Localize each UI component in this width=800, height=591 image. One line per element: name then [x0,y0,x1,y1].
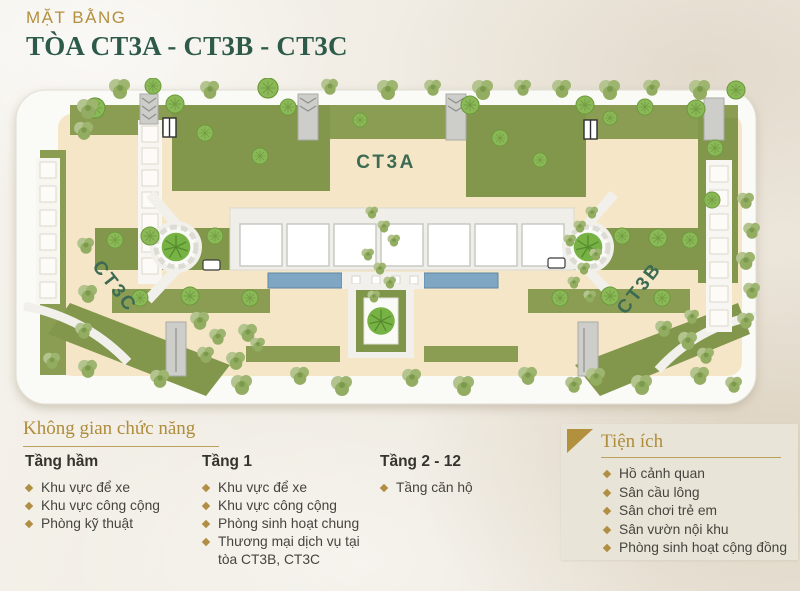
amenity-item-label: Sân cầu lông [619,484,700,500]
legend-column-floors2-12: Tầng 2 - 12 Tầng căn hộ [379,453,510,497]
corner-triangle-icon [567,429,593,453]
legend-column-heading: Tầng hầm [25,453,99,470]
driveways [139,93,725,377]
legend-list: Khu vực để xe Khu vực công cộng Phòng kỹ… [24,479,193,533]
site-plan: CT3A CT3C CT3B [15,78,760,405]
legend-list: Tầng căn hộ [379,479,510,497]
amenities-panel: Tiện ích Hồ cảnh quan Sân cầu lông Sân c… [561,424,798,560]
legend-item: Tầng căn hộ [379,479,510,497]
amenity-item: Sân cầu lông [602,484,793,502]
legend-list: Khu vực để xe Khu vực công cộng Phòng si… [201,479,364,568]
legend-column-floor1: Tầng 1 Khu vực để xe Khu vực công cộng P… [201,453,364,569]
legend-item-label: Phòng sinh hoạt chung [218,516,360,531]
legend-column-basement: Tầng hầm Khu vực để xe Khu vực công cộng… [24,453,193,533]
diamond-bullet-icon [602,469,612,479]
diamond-bullet-icon [201,537,211,547]
function-spaces-section: Không gian chức năng [23,418,220,447]
circle-plaza-left [144,190,202,304]
diamond-bullet-icon [602,543,612,553]
diamond-bullet-icon [201,483,211,493]
amenity-item: Sân vườn nội khu [602,521,793,539]
legend-item-label: Thương mại dịch vụ tại tòa CT3B, CT3C [218,534,360,567]
amenity-item-label: Sân vườn nội khu [619,521,729,537]
legend-item-label: Khu vực để xe [218,480,307,495]
legend-column-heading: Tầng 1 [202,453,252,470]
pergola [229,207,575,271]
legend-item-label: Phòng kỹ thuật [41,516,134,531]
diamond-bullet-icon [24,501,34,511]
amenity-item-label: Phòng sinh hoạt cộng đồng [619,540,788,555]
diamond-bullet-icon [602,525,612,534]
legend-item: Khu vực công cộng [201,497,364,515]
function-spaces-title: Không gian chức năng [23,418,220,447]
page-title: TÒA CT3A - CT3B - CT3C [26,31,348,61]
legend-item-label: Khu vực công cộng [41,498,160,513]
legend-item: Khu vực công cộng [24,497,193,515]
diamond-bullet-icon [602,506,612,516]
legend-item-label: Khu vực công cộng [218,498,337,513]
header: MẶT BẰNG TÒA CT3A - CT3B - CT3C [26,8,348,62]
central-plaza [348,284,414,358]
elevator-icon [162,117,598,140]
legend-column-heading: Tầng 2 - 12 [380,453,461,470]
amenity-item: Sân chơi trẻ em [602,502,793,520]
car-icon [202,257,566,271]
legend-item: Phòng sinh hoạt chung [201,515,364,533]
legend-item: Thương mại dịch vụ tại tòa CT3B, CT3C [201,533,364,568]
diamond-bullet-icon [24,483,34,493]
legend-item: Khu vực để xe [201,479,364,497]
amenity-item-label: Sân chơi trẻ em [619,503,717,518]
balcony-strips [36,120,732,332]
diamond-bullet-icon [201,501,211,511]
amenities-rule [601,457,781,458]
diamond-bullet-icon [602,488,612,497]
legend-item: Phòng kỹ thuật [24,515,193,533]
page-eyebrow: MẶT BẰNG [26,8,127,27]
legend-item: Khu vực để xe [24,479,193,497]
plan-label-ct3a: CT3A [356,152,416,173]
driveway-hatch [141,97,585,372]
legend-item-label: Tầng căn hộ [396,480,473,495]
amenities-title: Tiện ích [601,431,664,452]
amenity-item-label: Hồ cảnh quan [619,466,705,481]
diamond-bullet-icon [201,519,211,529]
amenities-list: Hồ cảnh quan Sân cầu lông Sân chơi trẻ e… [602,465,793,558]
diamond-bullet-icon [24,519,34,529]
amenity-item: Hồ cảnh quan [602,465,793,483]
diamond-bullet-icon [379,483,389,493]
amenity-item: Phòng sinh hoạt cộng đồng [602,539,793,557]
legend-item-label: Khu vực để xe [41,480,130,495]
